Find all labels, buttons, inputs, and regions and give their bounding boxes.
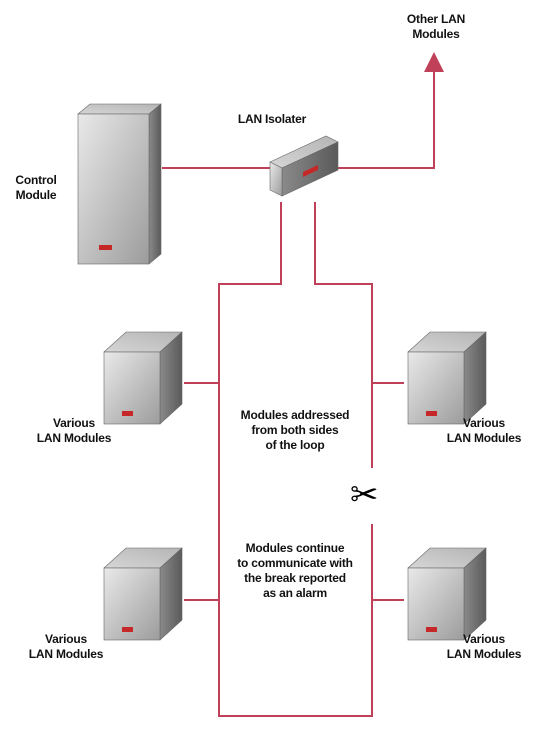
scissors-icon: ✂ <box>350 475 379 515</box>
status-led <box>122 411 133 416</box>
control-module-label: Control Module <box>15 173 57 202</box>
various-lan-modules-upper-right-label: Various LAN Modules <box>446 416 522 445</box>
loop-addressing-note: Modules addressed from both sides of the… <box>240 408 350 452</box>
status-led <box>426 411 437 416</box>
lan-isolator-device <box>269 135 339 197</box>
status-led <box>122 627 133 632</box>
status-led <box>426 627 437 632</box>
loop-left-side <box>218 202 282 717</box>
status-led <box>99 245 112 250</box>
lan-isolator-label: LAN Isolater <box>237 112 307 126</box>
other-lan-modules-label: Other LAN Modules <box>406 12 466 41</box>
various-lan-modules-lower-left-label: Various LAN Modules <box>28 632 104 661</box>
loop-right-side-lower <box>281 524 373 717</box>
lan-module-lower-left <box>103 547 183 641</box>
isolator-to-other-lan-line <box>330 52 444 169</box>
lan-module-upper-right <box>407 331 487 425</box>
lan-module-upper-left <box>103 331 183 425</box>
lan-module-lower-right <box>407 547 487 641</box>
various-lan-modules-upper-left-label: Various LAN Modules <box>36 416 112 445</box>
loop-right-side <box>314 202 373 468</box>
various-lan-modules-lower-right-label: Various LAN Modules <box>446 632 522 661</box>
control-module-device <box>77 103 162 265</box>
break-alarm-note: Modules continue to communicate with the… <box>237 541 353 600</box>
connection-lines <box>162 52 444 717</box>
status-led <box>303 165 318 177</box>
